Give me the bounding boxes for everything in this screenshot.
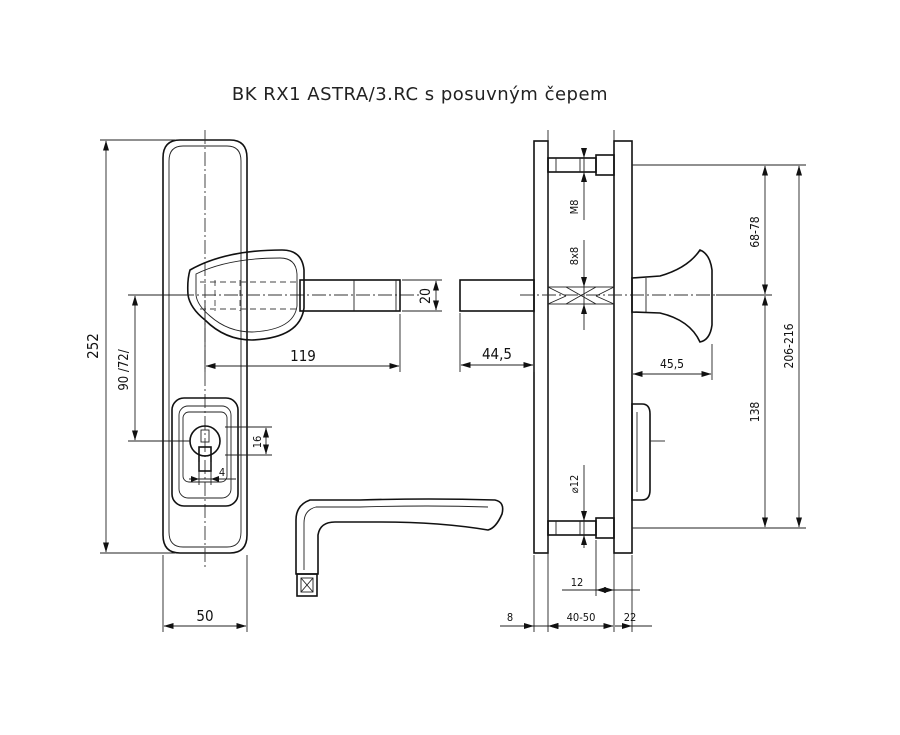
- dim-label-8x8: 8x8: [568, 247, 581, 265]
- bottom-screw-shaft: [547, 520, 597, 536]
- outer-plate: [533, 140, 549, 554]
- side-handle-body: [631, 249, 713, 343]
- dim-label-8: 8: [507, 611, 513, 624]
- cylinder-guard: [631, 403, 651, 501]
- cylinder-cover-inner: [178, 405, 232, 499]
- bottom-screw-head: [595, 517, 615, 539]
- drawing-title: BK RX1 ASTRA/3.RC s posuvným čepem: [232, 84, 608, 105]
- lever-outline: [295, 498, 504, 575]
- dim-label-16: 16: [251, 436, 264, 449]
- top-screw-head: [595, 154, 615, 176]
- dim-label-4: 4: [219, 466, 225, 479]
- cylinder-recess: [182, 411, 228, 483]
- dim-label-44-5: 44,5: [482, 345, 512, 363]
- spindle-shaft: [299, 279, 401, 312]
- cylinder-key-slot: [200, 429, 210, 443]
- dim-label-12: 12: [571, 576, 584, 589]
- lever-handle-view: [295, 498, 504, 597]
- dim-label-50: 50: [196, 607, 213, 625]
- lever-square-bore: [296, 573, 318, 597]
- lever-inner-contour: [303, 505, 489, 570]
- front-view: 252 90 /72/ 119 20 16 4 50: [84, 130, 442, 632]
- lever-square-inner: [300, 577, 314, 593]
- dim-label-40-50: 40-50: [567, 611, 596, 624]
- dim-label-90-72: 90 /72/: [117, 349, 132, 390]
- dim-label-68-78: 68-78: [748, 216, 762, 247]
- backplate-inner-outline: [168, 145, 242, 548]
- side-spindle-outer: [459, 279, 535, 312]
- backplate-outline: [162, 139, 248, 554]
- dim-label-206-216: 206-216: [782, 323, 796, 368]
- side-view: 44,5 M8 8x8 45,5 68-78 138 206-216 ⌀12: [459, 130, 806, 632]
- dim-label-22: 22: [624, 611, 637, 624]
- cylinder-cam-slot: [198, 446, 212, 472]
- cylinder-cover-outer: [171, 397, 239, 507]
- top-screw-shaft: [547, 157, 597, 173]
- side-spindle-square: [547, 286, 615, 305]
- dim-label-m8: M8: [568, 200, 581, 215]
- inner-plate: [613, 140, 633, 554]
- handle-rose-inner: [195, 257, 298, 333]
- dim-label-dia12: ⌀12: [568, 475, 581, 494]
- dim-label-138: 138: [748, 402, 762, 423]
- dim-label-45-5: 45,5: [660, 357, 684, 371]
- dim-label-20: 20: [418, 288, 434, 304]
- dim-label-252: 252: [84, 333, 102, 359]
- dim-label-119: 119: [290, 347, 316, 365]
